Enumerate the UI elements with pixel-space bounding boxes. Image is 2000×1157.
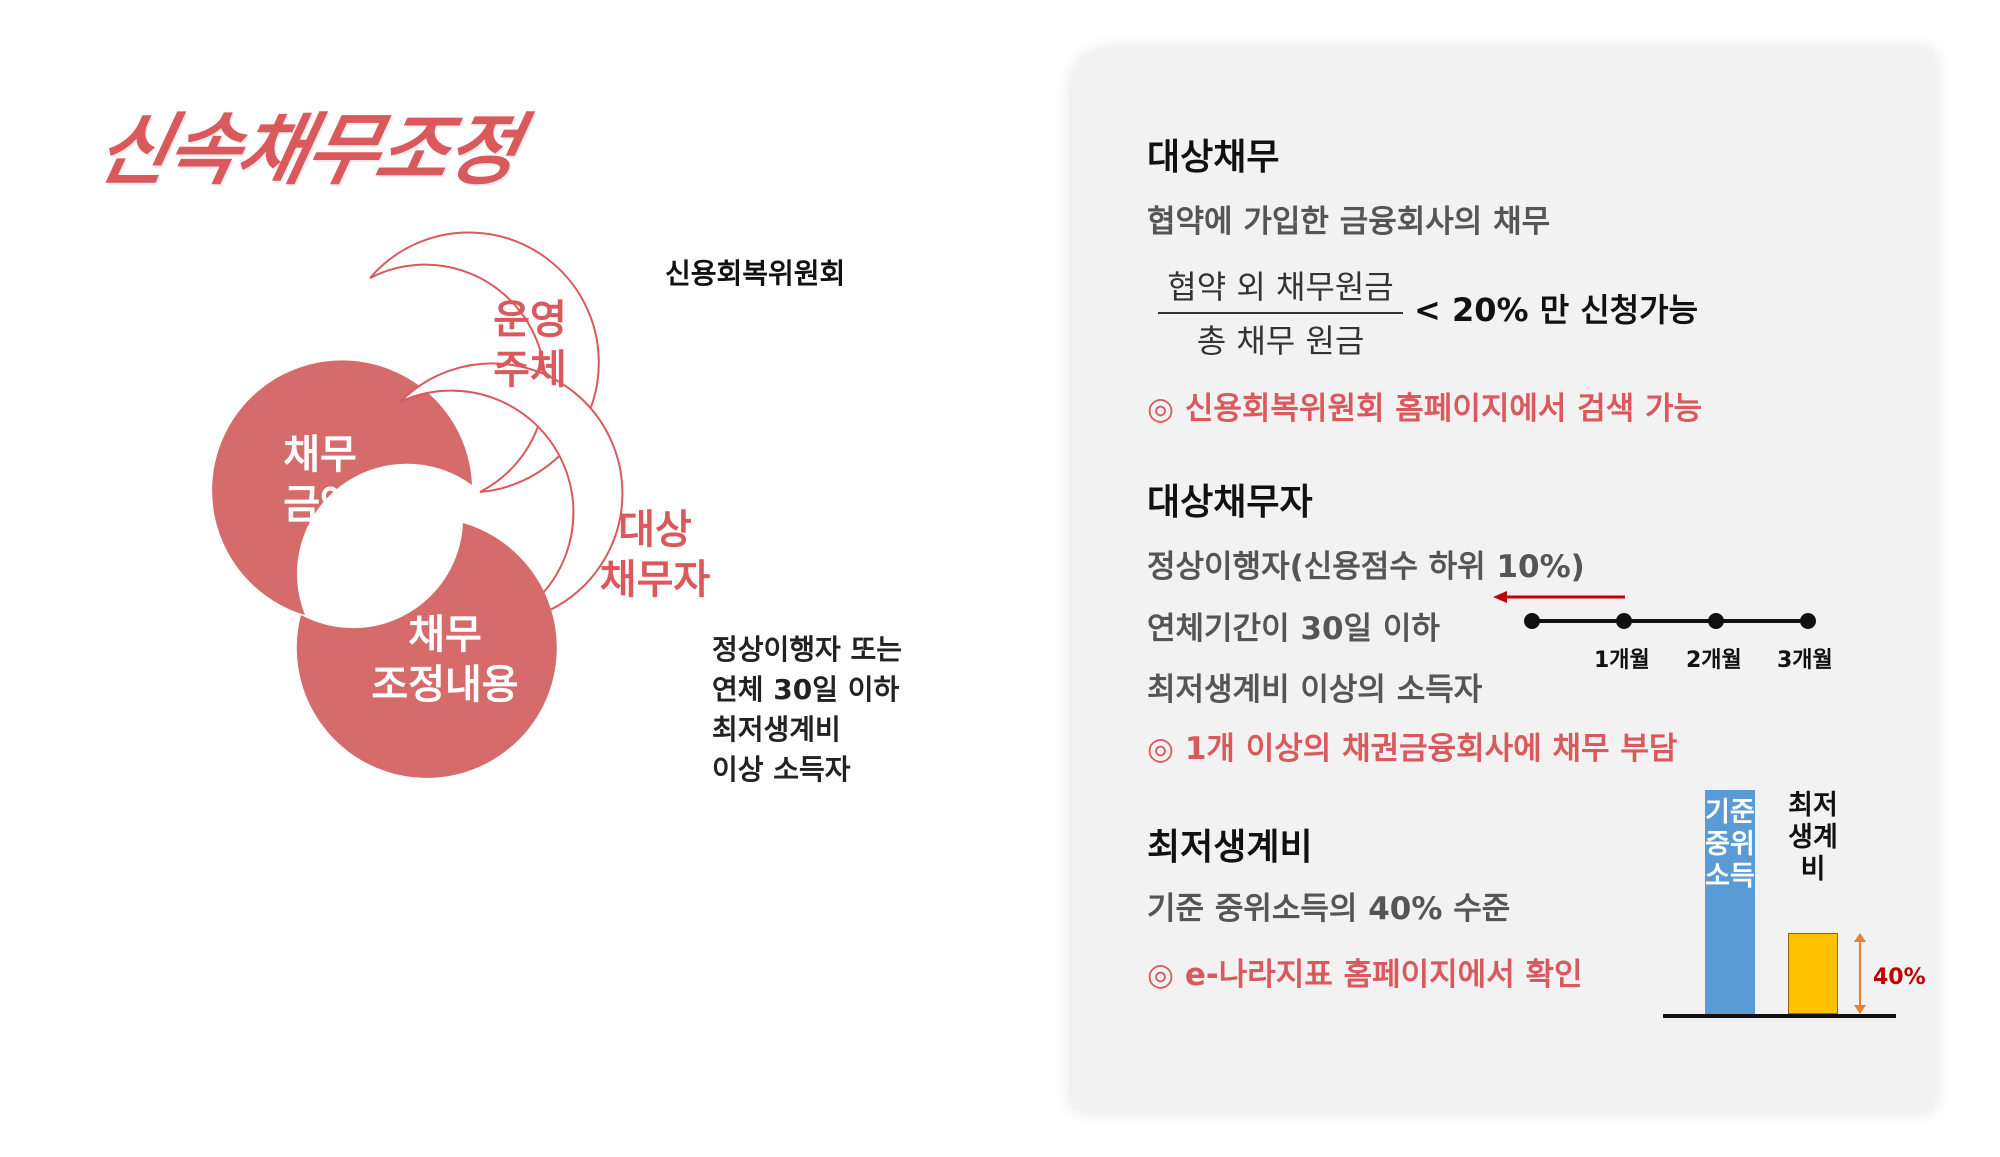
section1-line: 협약에 가입한 금융회사의 채무 <box>1147 204 1551 240</box>
section3-line: 기준 중위소득의 40% 수준 <box>1147 891 1511 927</box>
circle-operator-label: 운영 주체 <box>493 297 567 393</box>
timeline-point-3 <box>1800 613 1816 629</box>
circle-content-label: 채무 조정내용 <box>371 612 519 708</box>
page-title: 신속채무조정 <box>88 106 527 196</box>
section1-note: ◎ 신용회복위원회 홈페이지에서 검색 가능 <box>1147 391 1703 427</box>
median-income-bar-label: 기준중위소득 <box>1705 797 1755 892</box>
timeline-point-0 <box>1524 613 1540 629</box>
section1-heading: 대상채무 <box>1147 137 1280 178</box>
percent-arrow <box>1854 933 1866 1014</box>
circle-content <box>296 523 557 778</box>
operator-label: 신용회복위원회 <box>665 257 846 290</box>
fraction-bar <box>1158 312 1403 314</box>
section3-heading: 최저생계비 <box>1147 827 1313 868</box>
section2-note: ◎ 1개 이상의 채권금융회사에 채무 부담 <box>1147 731 1678 767</box>
timeline-point-1 <box>1616 613 1632 629</box>
fraction: 협약 외 채무원금 총 채무 원금 <box>1158 262 1403 362</box>
circle-amount <box>212 360 472 615</box>
section2-heading: 대상채무자 <box>1147 482 1313 523</box>
median-income-bar <box>1705 790 1755 1015</box>
timeline-arrow-head <box>1493 591 1507 603</box>
section2-line-1: 정상이행자(신용점수 하위 10%) <box>1147 549 1585 585</box>
overdue-timeline <box>1493 591 1816 629</box>
circle-amount-label: 채무 금액 <box>283 432 357 528</box>
section2-line-3: 최저생계비 이상의 소득자 <box>1147 672 1483 708</box>
fraction-condition: < 20% 만 신청가능 <box>1414 291 1699 329</box>
circle-target-label: 대상 채무자 <box>599 507 711 603</box>
bar-baseline <box>1663 1014 1896 1018</box>
percent-label: 40% <box>1873 965 1926 990</box>
min-living-cost-bar-label: 최저생계비 <box>1788 790 1838 885</box>
timeline-label-2: 2개월 <box>1686 648 1742 673</box>
fraction-denominator: 총 채무 원금 <box>1196 322 1365 360</box>
debtor-label: 정상이행자 또는 연체 30일 이하 최저생계비 이상 소득자 <box>712 633 903 786</box>
four-circle-diagram <box>212 231 624 778</box>
timeline-label-3: 3개월 <box>1777 648 1833 673</box>
timeline-point-2 <box>1708 613 1724 629</box>
section2-line-2: 연체기간이 30일 이하 <box>1147 611 1440 647</box>
timeline-label-1: 1개월 <box>1594 648 1650 673</box>
min-living-cost-bar <box>1788 933 1838 1014</box>
fraction-numerator: 협약 외 채무원금 <box>1167 268 1394 306</box>
section3-note: ◎ e-나라지표 홈페이지에서 확인 <box>1147 957 1583 993</box>
